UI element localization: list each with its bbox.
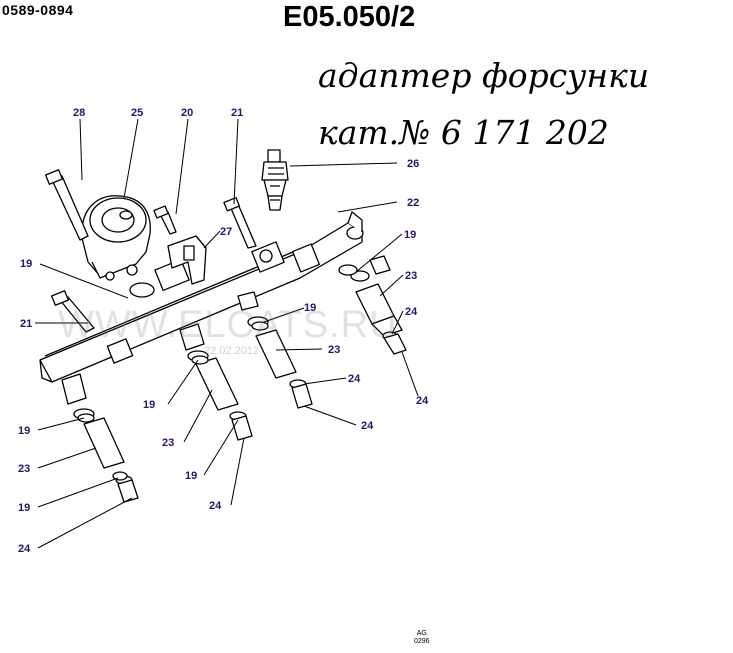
injector-right [350, 255, 407, 355]
leader-lines [35, 118, 419, 549]
callout-24-right-upper: 24 [405, 306, 418, 318]
bolt-28 [44, 169, 89, 241]
callout-24-mid-right-upper: 24 [348, 373, 361, 385]
sensor-26 [261, 149, 289, 211]
callout-28: 28 [73, 107, 85, 119]
injector-mid-right [237, 291, 313, 409]
watermark: WWW.ELCATS.RU [58, 304, 398, 346]
callout-19-left-upper: 19 [18, 425, 30, 437]
callout-24-right-lower: 24 [416, 395, 429, 407]
handwritten-note-part: адаптер форсунки [318, 56, 650, 95]
screw-20 [153, 205, 177, 235]
callout-19-right: 19 [404, 229, 416, 241]
callout-19-regulator: 19 [20, 258, 32, 270]
callout-24-mid-right-lower: 24 [361, 420, 374, 432]
diagram-title: E05.050/2 [283, 1, 416, 33]
callout-24-left: 24 [18, 543, 31, 555]
callout-20: 20 [181, 107, 193, 119]
injector-left [61, 373, 139, 503]
callout-25: 25 [131, 107, 143, 119]
o-rings [77, 264, 358, 481]
fuel-rail [39, 211, 364, 383]
ref-line1: AG [416, 630, 427, 637]
callout-23-mid-right: 23 [328, 344, 340, 356]
bolt-21-upper [223, 197, 257, 249]
callout-21-upper: 21 [231, 107, 243, 119]
handwritten-note-catalog-number: кат.№ 6 171 202 [318, 113, 609, 152]
callout-23-left: 23 [18, 463, 30, 475]
drawing-reference: AG 0296 [414, 630, 430, 646]
callout-19-mid-lower: 19 [185, 470, 197, 482]
pressure-regulator [81, 195, 155, 298]
callout-labels: 28 25 20 21 26 22 27 19 21 19 23 24 24 1… [18, 107, 429, 555]
callout-21-left: 21 [20, 318, 32, 330]
bracket-27 [167, 235, 207, 285]
callout-22: 22 [407, 197, 419, 209]
callout-19-mid: 19 [143, 399, 155, 411]
doc-code: 0589-0894 [2, 2, 74, 18]
callout-24-mid: 24 [209, 500, 222, 512]
callout-27: 27 [220, 226, 232, 238]
callout-19-left-lower: 19 [18, 502, 30, 514]
callout-26: 26 [407, 158, 419, 170]
callout-19-mid-right: 19 [304, 302, 316, 314]
callout-23-mid: 23 [162, 437, 174, 449]
watermark-date: 22.02.2012 [204, 345, 260, 357]
ref-line2: 0296 [414, 638, 430, 645]
callout-23-right: 23 [405, 270, 417, 282]
